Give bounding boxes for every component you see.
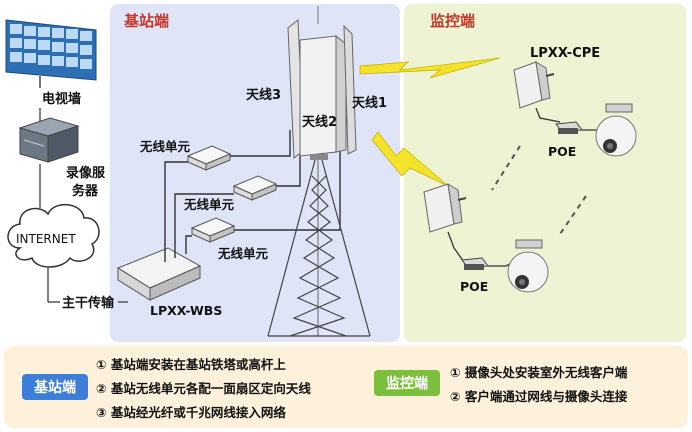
- legend-base-note-2: ② 基站无线单元各配一面扇区定向天线: [96, 381, 311, 396]
- poe-lower-label: POE: [460, 279, 488, 294]
- wireless-unit-2-icon: [232, 175, 278, 201]
- dashed-link-1: [491, 145, 521, 191]
- antenna-3-label: 天线3: [246, 87, 281, 103]
- tv-wall-label: 电视墙: [42, 91, 81, 107]
- legend-base-badge: 基站端: [22, 374, 88, 400]
- recorder-server-icon: [18, 117, 80, 163]
- legend-monitor-note-1: ① 摄像头处安装室外无线客户端: [450, 365, 628, 380]
- legend-base-note-3: ③ 基站经光纤或千兆网线接入网络: [96, 405, 286, 420]
- legend-panel: 基站端 ① 基站端安装在基站铁塔或高杆上 ② 基站无线单元各配一面扇区定向天线 …: [4, 346, 688, 428]
- legend-monitor-badge: 监控端: [374, 370, 440, 396]
- cpe-upper-icon: [513, 61, 555, 109]
- antenna-1-label: 天线1: [352, 95, 387, 111]
- recorder-label-line2: 务器: [72, 183, 99, 199]
- tower-icon: [267, 159, 371, 337]
- internet-label: INTERNET: [16, 232, 76, 246]
- camera-lower-icon: [507, 239, 549, 293]
- legend-base-note-1: ① 基站端安装在基站铁塔或高杆上: [96, 357, 286, 372]
- cables: [164, 130, 341, 262]
- tv-wall-icon: [5, 19, 97, 88]
- cpe-label: LPXX-CPE: [530, 46, 600, 61]
- antenna-1-icon: [343, 24, 357, 155]
- wbs-device-icon: [116, 247, 202, 301]
- legend-monitor-note-2: ② 客户端通过网线与摄像头连接: [450, 389, 628, 404]
- antenna-2-icon: [299, 34, 347, 157]
- recorder-label-line1: 录像服: [66, 165, 106, 181]
- poe-upper-label: POE: [548, 144, 576, 159]
- wireless-unit-1-icon: [186, 145, 232, 171]
- wireless-unit-label-2: 无线单元: [183, 197, 235, 212]
- wireless-unit-label-3: 无线单元: [217, 246, 269, 261]
- base-station-title: 基站端: [123, 12, 169, 30]
- monitor-panel: [404, 4, 686, 342]
- lightning-bolt-lower: [371, 131, 449, 187]
- wbs-label: LPXX-WBS: [150, 303, 222, 318]
- dashed-link-2: [559, 195, 587, 235]
- backbone-label: 主干传输: [62, 295, 115, 311]
- antenna-2-label: 天线2: [302, 114, 337, 130]
- wireless-unit-3-icon: [190, 217, 236, 243]
- internet-cloud-icon: [7, 204, 100, 268]
- lightning-bolt-upper: [359, 57, 501, 79]
- cpe-lower-icon: [423, 183, 467, 233]
- monitor-title: 监控端: [430, 12, 475, 30]
- wireless-unit-label-1: 无线单元: [139, 139, 191, 154]
- camera-upper-icon: [595, 103, 637, 157]
